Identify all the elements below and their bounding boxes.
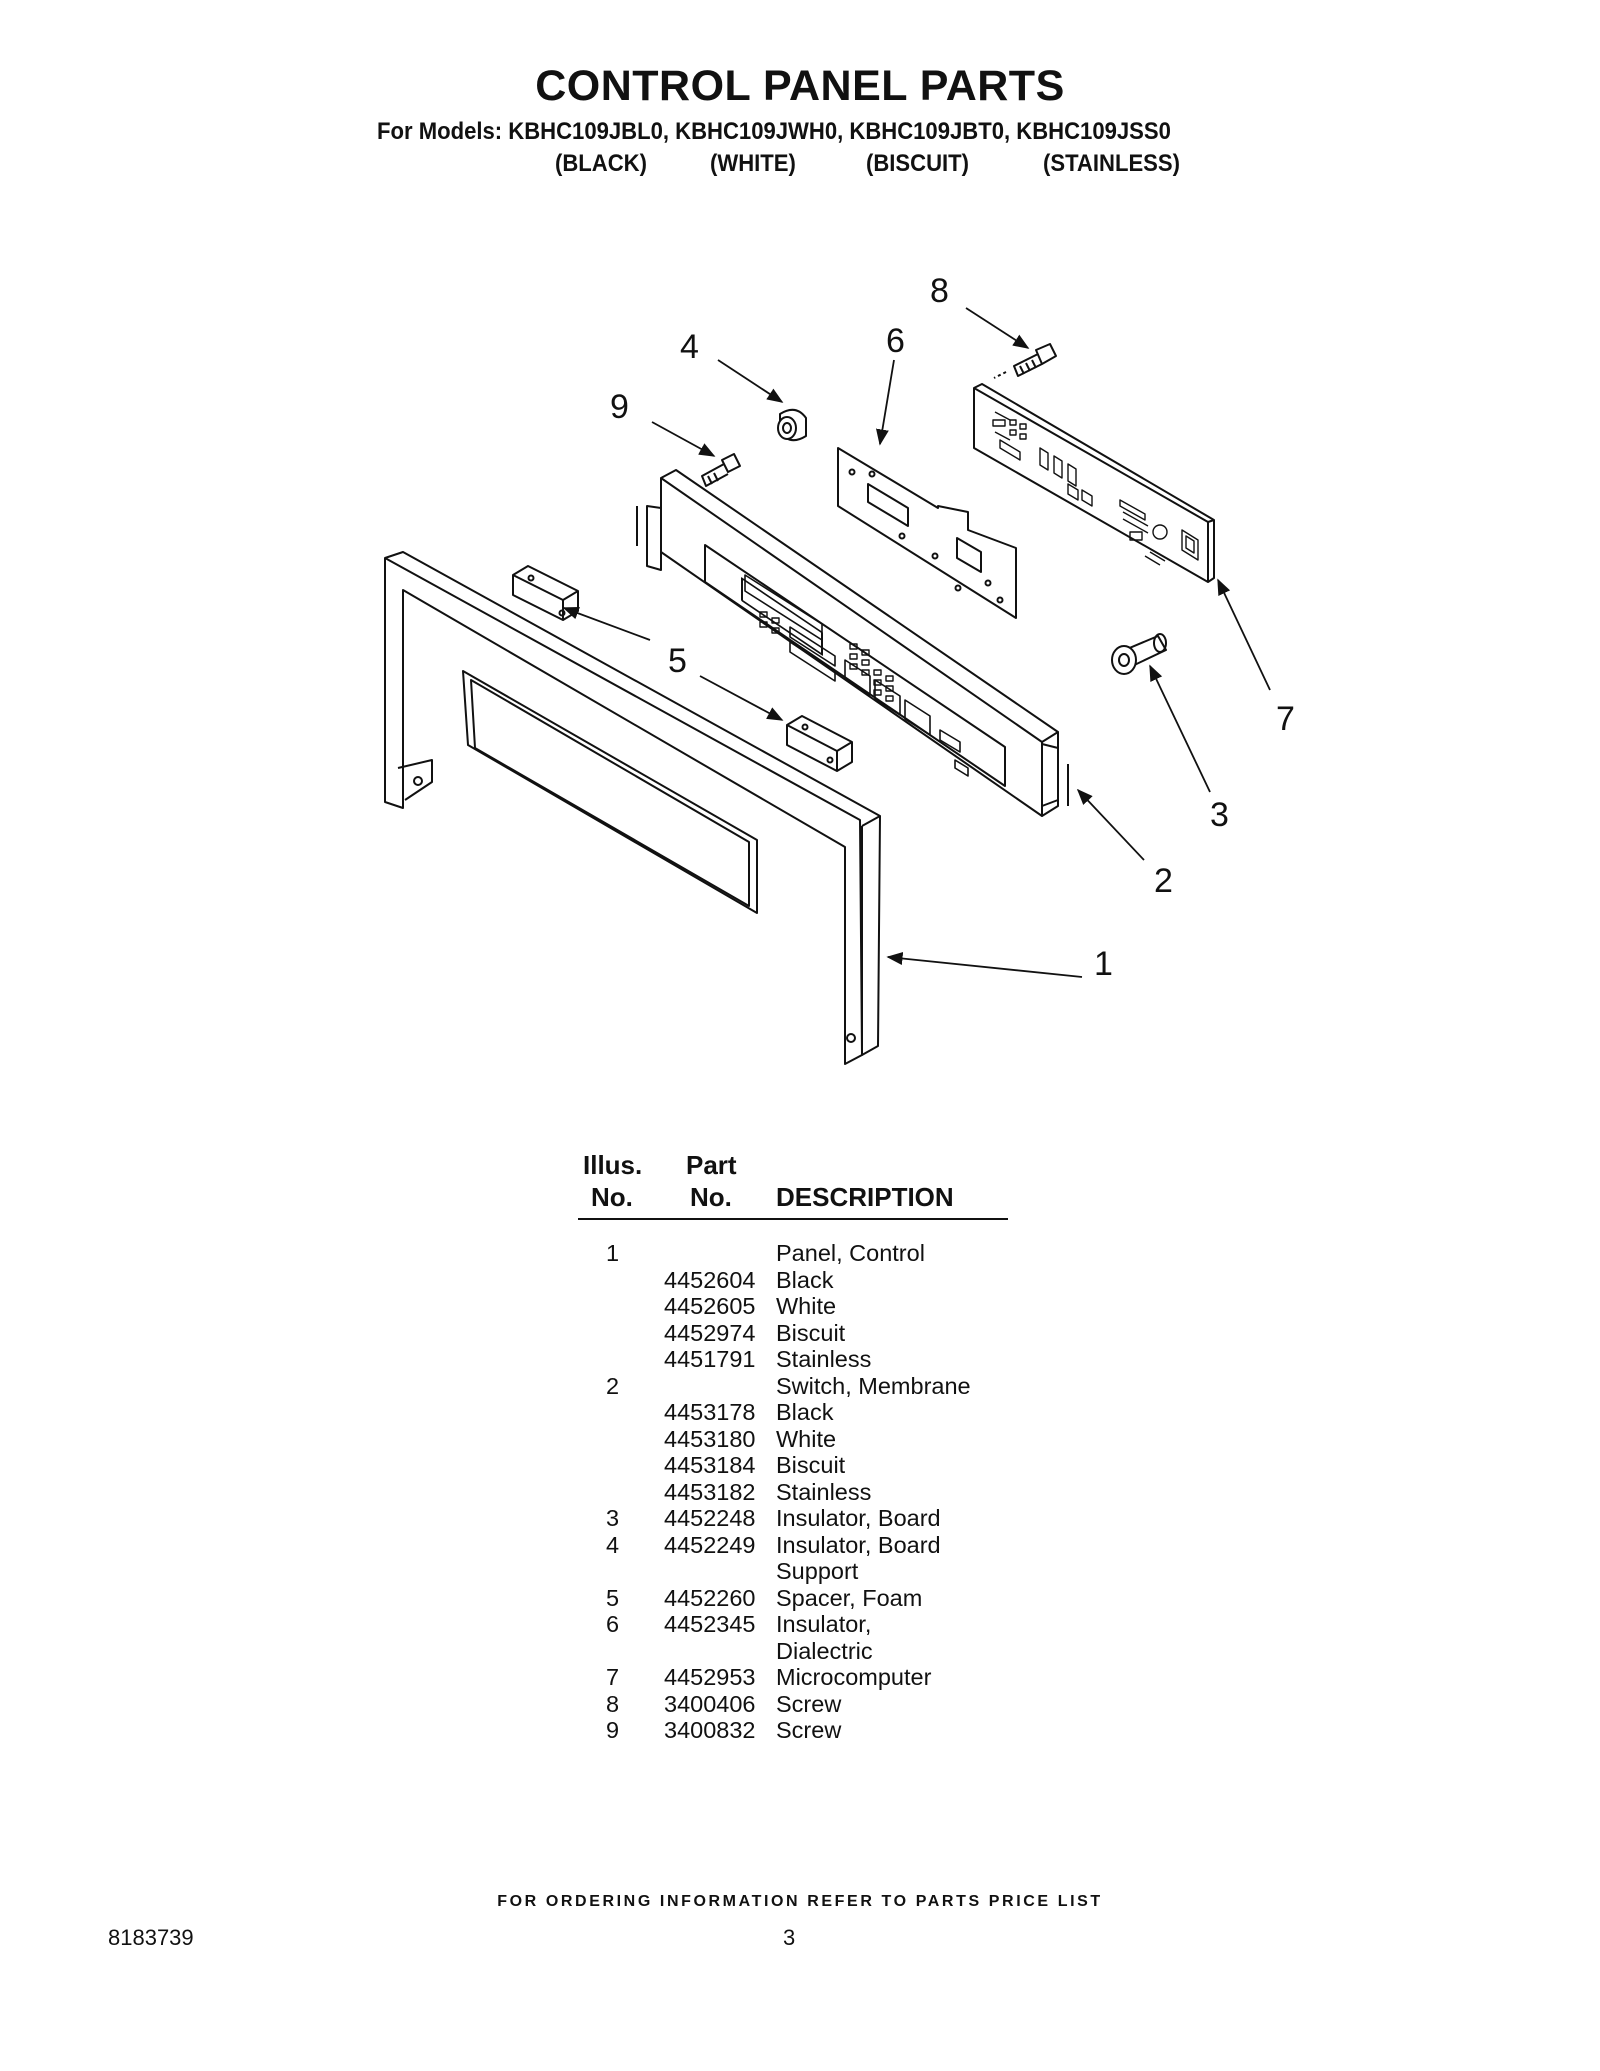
header-illus-line1: Illus. (583, 1150, 643, 1180)
part-number-cell: 4452260 (664, 1584, 756, 1611)
illus-number-cell: 3 (606, 1505, 620, 1531)
table-row: 3 4452248 Insulator, Board (578, 1505, 1008, 1531)
membrane-switch-part (636, 469, 1069, 817)
page-number: 3 (783, 1925, 796, 1950)
illus-number-cell: 1 (606, 1240, 620, 1266)
ordering-note: FOR ORDERING INFORMATION REFER TO PARTS … (497, 1893, 1103, 1910)
table-row: 4452604 Black (578, 1267, 1008, 1293)
models-line: For Models: KBHC109JBL0, KBHC109JWH0, KB… (377, 118, 1171, 145)
microcomputer-board-part (973, 383, 1215, 583)
part-number-cell: 4452953 (664, 1664, 756, 1690)
control-panel-part (384, 551, 881, 1065)
part-number-cell: 4453178 (664, 1399, 756, 1425)
callout-3: 3 (1210, 796, 1229, 834)
description-cell: Black (776, 1266, 834, 1293)
description-cell: Biscuit (776, 1452, 846, 1478)
table-row: 5 4452260 Spacer, Foam (578, 1585, 1008, 1611)
table-row: Support (578, 1558, 1008, 1584)
document-number: 8183739 (108, 1925, 194, 1950)
board-insulator-part (1111, 633, 1167, 675)
description-cell: White (776, 1293, 837, 1319)
table-row: 8 3400406 Screw (578, 1691, 1008, 1717)
model-color-black: (BLACK) (555, 150, 647, 177)
description-cell: Biscuit (776, 1319, 846, 1346)
callout-1: 1 (1094, 945, 1113, 983)
table-row: 4452605 White (578, 1293, 1008, 1319)
table-row: 7 4452953 Microcomputer (578, 1664, 1008, 1690)
description-cell: Stainless (776, 1478, 872, 1505)
callout-8: 8 (930, 272, 949, 310)
header-rule (578, 1218, 1008, 1220)
model-color-stainless: (STAINLESS) (1043, 150, 1180, 177)
board-support-insulator-part (777, 408, 807, 442)
illus-number-cell: 5 (606, 1584, 620, 1611)
description-cell: Switch, Membrane (776, 1372, 971, 1399)
description-cell: Insulator, (776, 1611, 872, 1637)
table-row: 4 4452249 Insulator, Board (578, 1532, 1008, 1558)
illus-number-cell: 4 (606, 1531, 620, 1558)
model-color-biscuit: (BISCUIT) (866, 150, 970, 177)
part-number-cell: 4451791 (664, 1346, 756, 1372)
screw-part-9 (701, 453, 741, 487)
description-cell: White (776, 1425, 837, 1452)
callout-4: 4 (680, 328, 699, 366)
table-row: 4453184 Biscuit (578, 1452, 1008, 1478)
callout-2: 2 (1154, 862, 1173, 900)
callout-7: 7 (1276, 700, 1295, 738)
part-number-cell: 3400832 (664, 1717, 756, 1743)
part-number-cell: 4452345 (664, 1611, 756, 1637)
part-number-cell: 4453180 (664, 1425, 756, 1452)
screw-part-8 (993, 343, 1057, 379)
header-part-line2: No. (690, 1182, 732, 1212)
callout-leaders (562, 307, 1271, 978)
table-row: 4452974 Biscuit (578, 1320, 1008, 1346)
callout-5: 5 (668, 642, 687, 680)
part-number-cell: 4453182 (664, 1478, 756, 1505)
illus-number-cell: 6 (606, 1611, 620, 1637)
part-number-cell: 3400406 (664, 1690, 756, 1717)
illus-number-cell: 2 (606, 1372, 620, 1399)
description-cell: Black (776, 1399, 834, 1425)
header-illus-line2: No. (591, 1182, 633, 1212)
description-cell: Insulator, Board (776, 1531, 941, 1558)
exploded-parts-diagram: 1 2 3 4 5 6 7 8 9 (384, 272, 1295, 1065)
illus-number-cell: 8 (606, 1690, 620, 1717)
table-row: 4453182 Stainless (578, 1479, 1008, 1505)
part-number-cell: 4452248 (664, 1505, 756, 1531)
header-part-line1: Part (686, 1150, 737, 1180)
illus-number-cell: 9 (606, 1717, 620, 1743)
page-title: CONTROL PANEL PARTS (535, 62, 1065, 110)
illus-number-cell: 7 (606, 1664, 620, 1690)
table-row: Dialectric (578, 1638, 1008, 1664)
table-row: 4453180 White (578, 1426, 1008, 1452)
table-row: 6 4452345 Insulator, (578, 1611, 1008, 1637)
part-number-cell: 4452974 (664, 1319, 756, 1346)
callout-9: 9 (610, 388, 629, 426)
description-cell: Screw (776, 1717, 842, 1743)
dielectric-insulator-part (837, 447, 1017, 619)
foam-spacer-part-upper (512, 565, 579, 621)
callout-6: 6 (886, 322, 905, 360)
table-row: 1 Panel, Control (578, 1240, 1008, 1266)
part-number-cell: 4453184 (664, 1452, 756, 1478)
header-description: DESCRIPTION (776, 1182, 954, 1212)
foam-spacer-part-lower (786, 715, 853, 772)
part-number-cell: 4452604 (664, 1266, 756, 1293)
description-cell: Support (776, 1558, 859, 1584)
table-row: 9 3400832 Screw (578, 1717, 1008, 1743)
table-row: 4451791 Stainless (578, 1346, 1008, 1372)
description-cell: Microcomputer (776, 1664, 932, 1690)
description-cell: Screw (776, 1690, 842, 1717)
table-row: 2 Switch, Membrane (578, 1373, 1008, 1399)
description-cell: Insulator, Board (776, 1505, 941, 1531)
model-color-white: (WHITE) (710, 150, 796, 177)
description-cell: Stainless (776, 1346, 872, 1372)
table-row: 4453178 Black (578, 1399, 1008, 1425)
part-number-cell: 4452605 (664, 1293, 756, 1319)
description-cell: Dialectric (776, 1637, 873, 1664)
description-cell: Panel, Control (776, 1240, 925, 1266)
part-number-cell: 4452249 (664, 1531, 756, 1558)
description-cell: Spacer, Foam (776, 1584, 923, 1611)
